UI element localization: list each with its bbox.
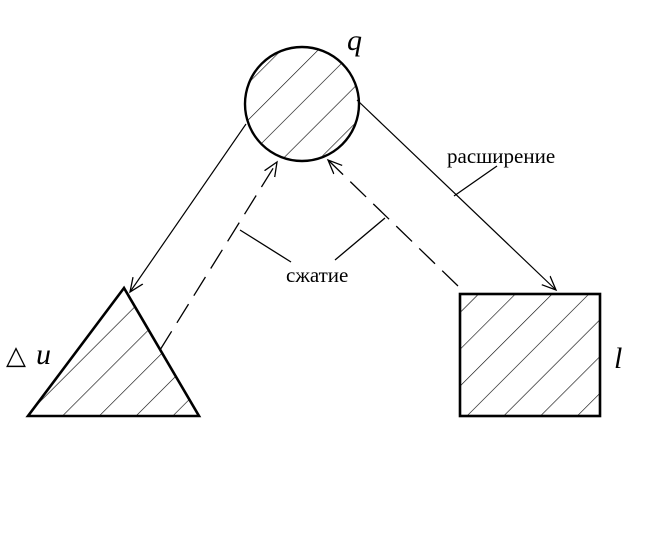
expansion-label: расширение bbox=[447, 144, 555, 168]
triangle-symbol-label: △ bbox=[6, 341, 26, 370]
compression-arrow-left bbox=[159, 162, 277, 351]
square-label: l bbox=[614, 342, 622, 375]
circle-label: q bbox=[347, 24, 362, 57]
expansion-leader bbox=[453, 165, 498, 197]
square-node bbox=[458, 292, 602, 418]
triangle-var-label: u bbox=[36, 338, 51, 371]
compression-leader-right bbox=[334, 217, 386, 261]
compression-leader-left bbox=[239, 229, 292, 263]
expansion-arrow-left bbox=[130, 123, 247, 292]
circle-node bbox=[243, 45, 361, 163]
compression-label: сжатие bbox=[286, 263, 348, 287]
